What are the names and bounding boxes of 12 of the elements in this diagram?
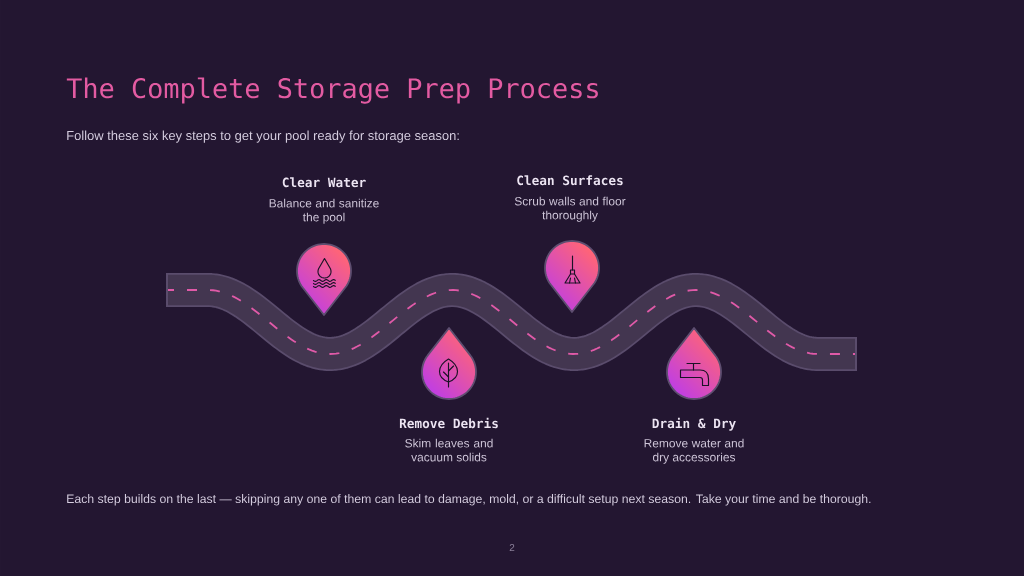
step-heading: Clear Water xyxy=(282,177,366,188)
title: The Complete Storage Prep Process xyxy=(66,77,598,104)
step-description: Skim leaves and vacuum solids xyxy=(405,438,493,462)
page-number: 2 xyxy=(509,544,515,551)
intro-text: Follow these six key steps to get your pool ready for storage season: xyxy=(67,130,459,143)
step-description: Remove water and dry accessories xyxy=(644,438,744,464)
step-description: Scrub walls and floor thoroughly xyxy=(514,196,626,222)
step-heading: Clean Surfaces xyxy=(517,175,623,186)
closing-note: Each step builds on the last — skipping any one of them can lead to damage, mold, or a difficult setup next season. Take your time and be thorough. xyxy=(67,494,871,506)
step-description: Balance and sanitize the pool xyxy=(269,198,379,224)
step-heading: Remove Debris xyxy=(399,417,498,429)
step-heading: Drain & Dry xyxy=(652,417,736,431)
